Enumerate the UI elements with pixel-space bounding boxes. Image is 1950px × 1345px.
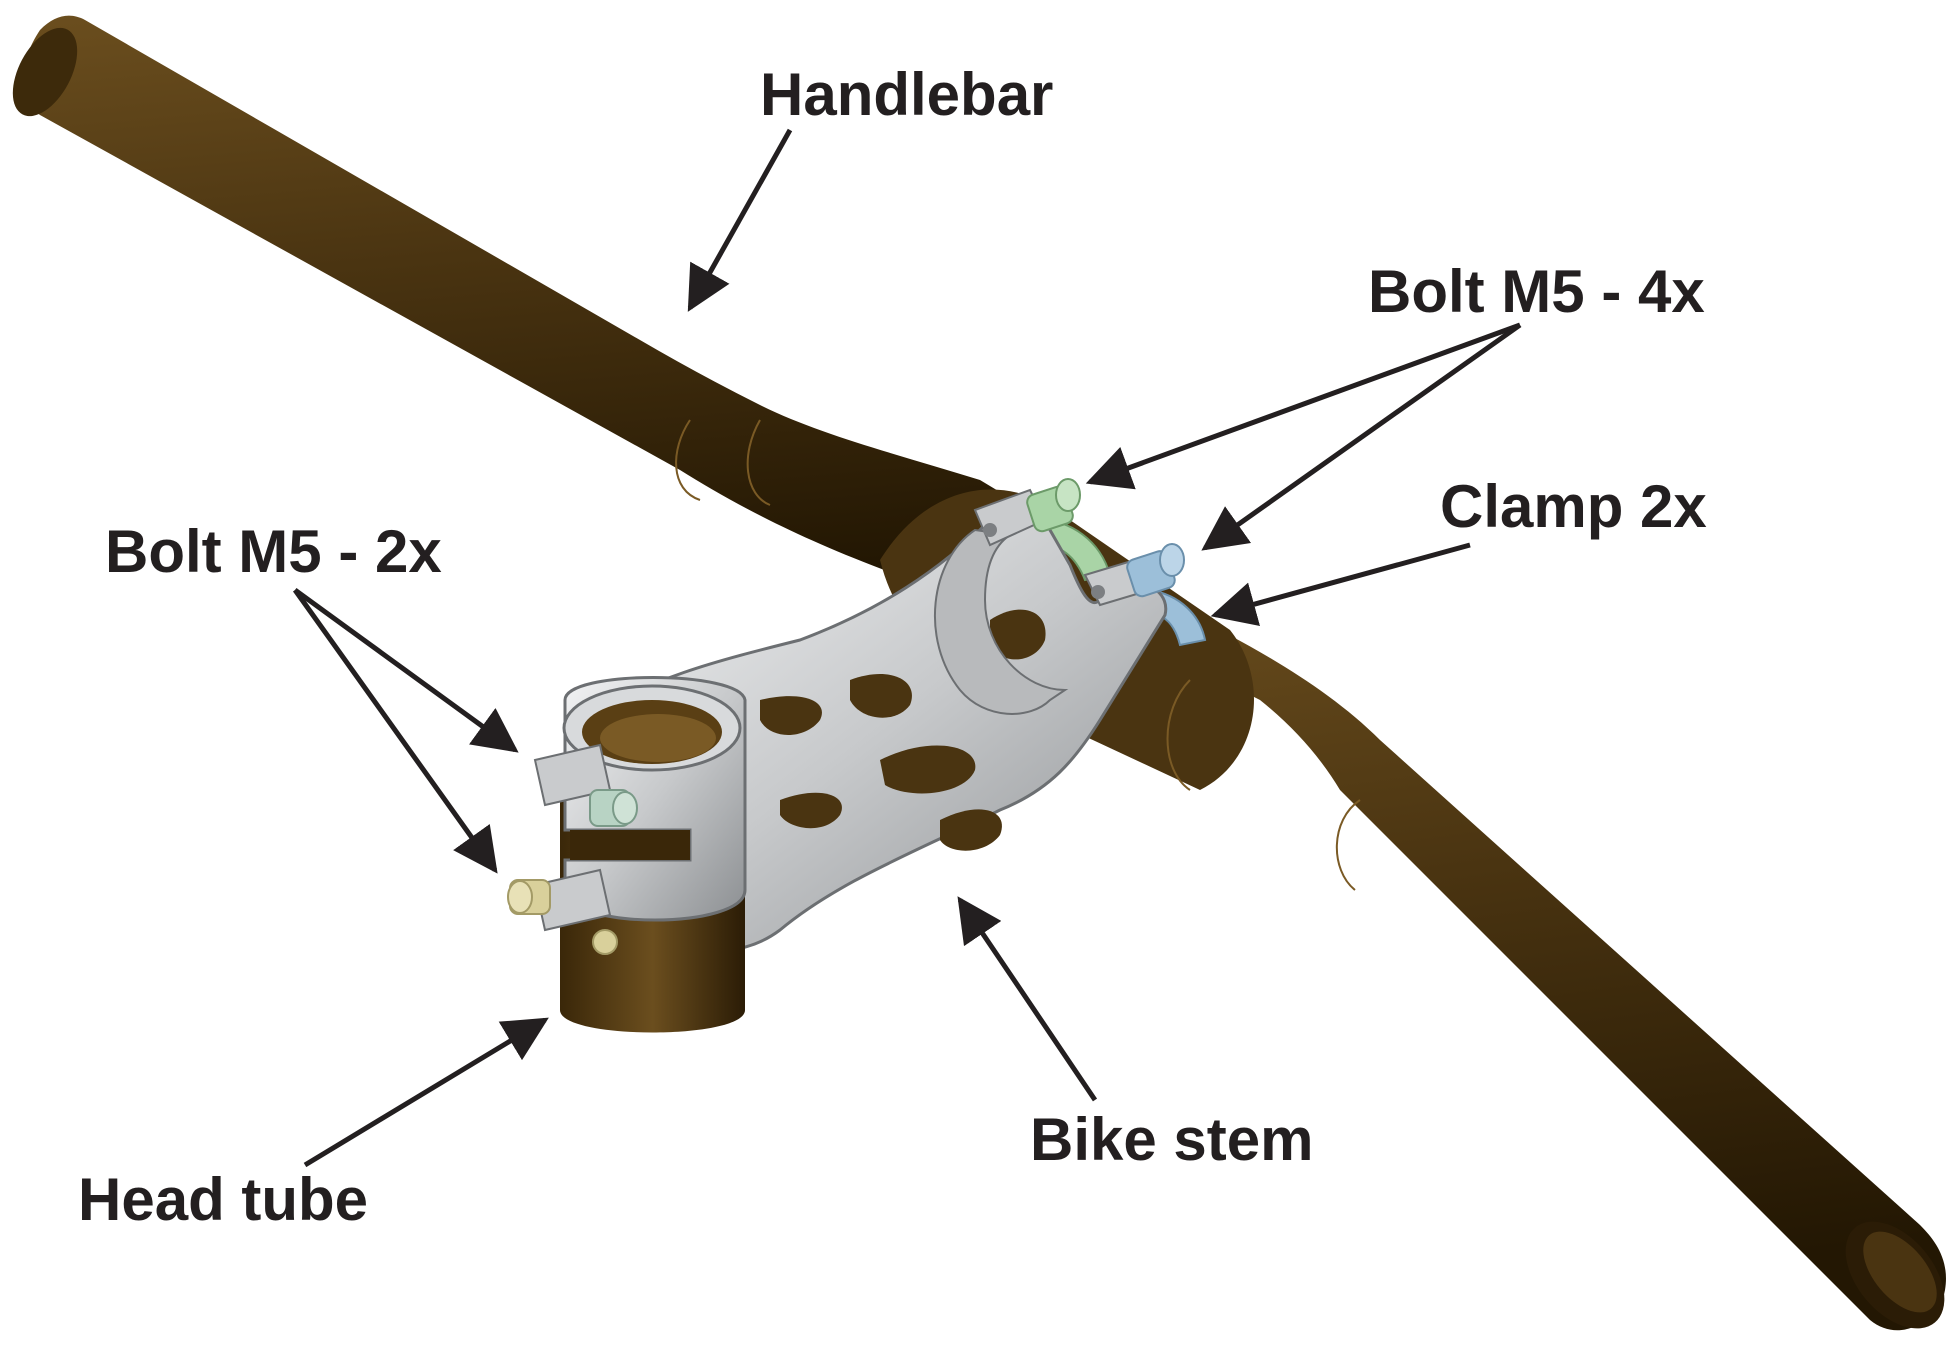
arrow-bolt-m5-2x-b bbox=[292, 588, 498, 874]
arrow-clamp-2x bbox=[1210, 542, 1471, 626]
bolt-lower-head bbox=[592, 929, 618, 955]
arrow-bike-stem bbox=[957, 896, 1098, 1102]
label-bolt-m5-2x: Bolt M5 - 2x bbox=[105, 518, 442, 585]
head-tube-assembly bbox=[533, 676, 747, 1033]
label-bolt-m5-4x: Bolt M5 - 4x bbox=[1368, 258, 1705, 325]
bolt-m5-2x bbox=[507, 789, 638, 955]
bike-stem-cutout-2 bbox=[850, 674, 912, 718]
handlebar-seam-2 bbox=[746, 419, 771, 506]
bolt-green bbox=[1026, 478, 1081, 533]
steerer-clamp-slot bbox=[570, 830, 690, 860]
bolt-hole-1 bbox=[983, 523, 997, 537]
arrow-head-tube bbox=[303, 1017, 549, 1168]
label-head-tube: Head tube bbox=[78, 1166, 368, 1233]
label-bike-stem: Bike stem bbox=[1030, 1106, 1313, 1173]
arrow-bolt-m5-4x-b bbox=[1201, 322, 1522, 551]
label-handlebar: Handlebar bbox=[760, 61, 1053, 128]
head-tube-opening-inner bbox=[600, 714, 716, 762]
bike-stem-cutout-3 bbox=[880, 745, 976, 794]
handlebar-right-end-inner bbox=[1863, 1231, 1937, 1313]
leader-arrows bbox=[292, 128, 1522, 1168]
label-clamp-2x: Clamp 2x bbox=[1440, 473, 1707, 540]
bolt-lower-lower bbox=[507, 879, 551, 915]
bike-stem-bar-clamp bbox=[934, 528, 1069, 715]
arrow-bolt-m5-4x-a bbox=[1085, 322, 1521, 490]
handlebar-seam-1 bbox=[675, 419, 701, 501]
handlebar-right-section bbox=[1080, 570, 1946, 1331]
handlebar-seam-3 bbox=[1166, 679, 1191, 791]
bolt-hole-2 bbox=[1091, 585, 1105, 599]
arrow-bolt-m5-2x-a bbox=[293, 587, 519, 753]
bike-stem-cutout-6 bbox=[940, 809, 1002, 851]
bolt-blue bbox=[1126, 543, 1185, 598]
bike-stem-cutout-4 bbox=[990, 609, 1046, 660]
bolt-lower-upper bbox=[589, 789, 638, 827]
bolt-m5-4x bbox=[983, 478, 1185, 599]
handlebar-seam-4 bbox=[1335, 799, 1361, 891]
handlebar-left-end bbox=[12, 27, 78, 117]
bike-stem-cutout-1 bbox=[760, 696, 822, 735]
handlebar-left-section bbox=[23, 15, 1080, 621]
bike-stem-cutout-5 bbox=[780, 792, 842, 829]
arrow-handlebar bbox=[687, 128, 793, 312]
